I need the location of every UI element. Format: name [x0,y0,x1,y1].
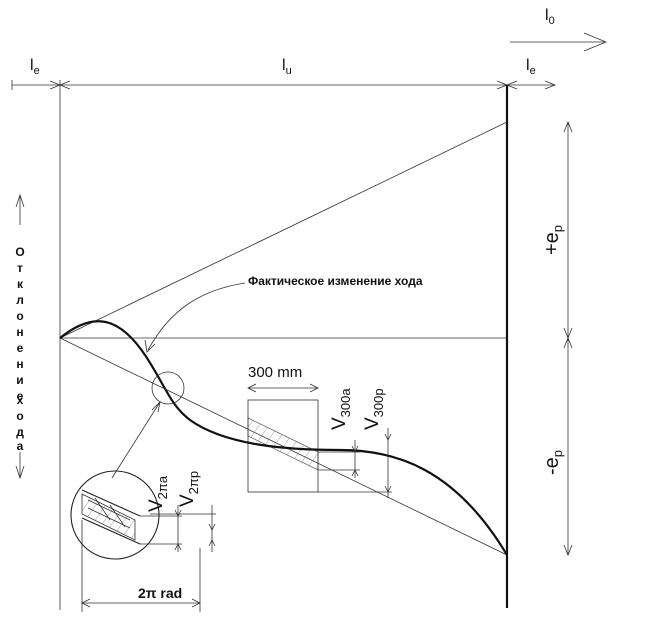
svg-text:е: е [17,341,24,355]
svg-text:о: о [16,409,23,423]
mm300-label: 300 mm [248,364,302,381]
le-left-label: le [30,57,40,77]
l0-label: l0 [545,7,555,27]
detail-circle-small [151,371,185,405]
detail-leader-line [111,401,161,479]
travel-direction-arrow [510,32,608,52]
svg-text:а: а [17,439,24,453]
svg-text:н: н [16,357,23,371]
svg-text:О: О [15,245,24,259]
actual-change-label: Фактическое изменение хода [248,274,423,288]
rad2pi-label: 2π rad [138,585,182,601]
v300-dimension-ticks [318,428,392,498]
svg-text:х: х [17,393,24,407]
top-dimension-line [11,80,557,90]
v300p-label: V300p [362,388,386,430]
plus-ep-label: +ep [541,225,565,255]
minus-ep-label: -ep [541,450,565,475]
rad2pi-dimension [81,520,201,612]
svg-text:л: л [16,293,24,307]
svg-text:и: и [16,373,23,387]
v2pia-label: V2πa [146,475,170,512]
detail-magnified [70,470,160,560]
mm300-dimension [247,383,319,393]
svg-text:т: т [17,261,23,275]
deviation-axis-label: О т к л о н е н и е х о д а [15,245,24,453]
ep-dimension-line [563,120,573,557]
v2pi-dimension-ticks [140,505,216,552]
deviation-axis-arrows [15,193,25,480]
svg-text:о: о [16,309,23,323]
svg-text:е: е [17,389,24,403]
actual-change-curve [59,320,508,556]
actual-change-leader [147,282,246,351]
svg-text:к: к [17,277,24,291]
zone-300mm-box [247,399,319,493]
svg-text:н: н [16,325,23,339]
lu-label: lu [282,57,292,77]
upper-limit-line [59,121,508,339]
v2pip-label: V2πp [177,471,201,507]
le-right-label: le [526,57,536,77]
v300a-label: V300a [329,388,353,430]
svg-text:д: д [16,425,24,439]
